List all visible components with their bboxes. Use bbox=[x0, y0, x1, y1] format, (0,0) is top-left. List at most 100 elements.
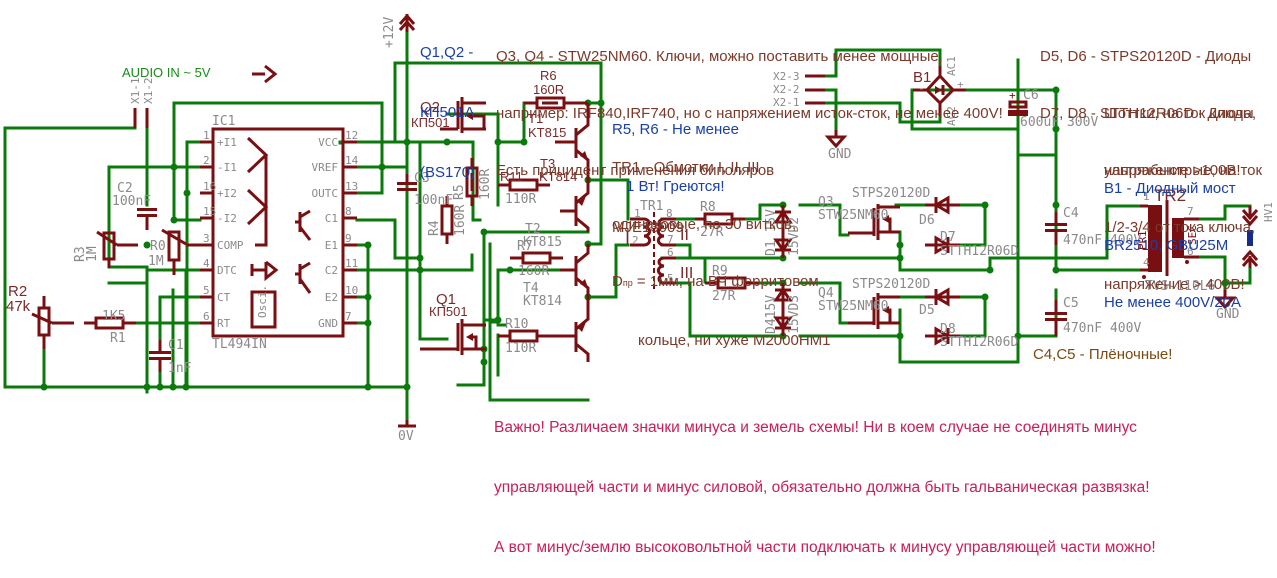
note-q3-q4: Q3, Q4 - STW25NM60. Ключи, можно постави… bbox=[496, 9, 1003, 256]
note-b1: B1 - Диодный мост BR2510, GBU25M Не мене… bbox=[1104, 141, 1241, 331]
c4-value: 470nF 400V bbox=[1063, 233, 1141, 248]
note-b1-line: BR2510, GBU25M bbox=[1104, 237, 1229, 254]
ic1-part: TL494IN bbox=[212, 337, 267, 352]
t2-value: KT815 bbox=[523, 235, 562, 250]
audio-in-label: AUDIO IN ~ 5V bbox=[122, 65, 211, 80]
transistor-t1 bbox=[555, 103, 590, 180]
r0-value: 1M bbox=[148, 254, 164, 269]
potentiometer-r0 bbox=[161, 228, 200, 275]
mains-connector-x2 bbox=[805, 74, 825, 105]
note-d5-d6-line: D5, D6 - STPS20120D - Диоды bbox=[1040, 48, 1252, 65]
r2-ref: R2 bbox=[8, 283, 27, 300]
warning-line: управляющей части и минус силовой, обяза… bbox=[494, 479, 1150, 496]
tr1-pin8: 8 bbox=[666, 207, 673, 220]
c2-value: 100nF bbox=[112, 194, 151, 209]
ic1-pin-name: VREF bbox=[312, 161, 339, 174]
ic1-pin-name: +I1 bbox=[217, 136, 237, 149]
ic1-pin-number: 13 bbox=[345, 180, 358, 193]
ground-0v-symbol bbox=[398, 420, 416, 428]
t1-value: KT815 bbox=[528, 125, 566, 140]
capacitor-c3 bbox=[397, 174, 417, 191]
ic1-pin-number: 8 bbox=[345, 205, 352, 218]
ic1-pin-number: 11 bbox=[345, 257, 358, 270]
r4-value: 160R bbox=[453, 205, 468, 236]
note-q3-q4-line: например: IRF840,IRF740, но с напряжение… bbox=[496, 105, 1003, 122]
r8-ref: R8 bbox=[700, 200, 716, 215]
svg-text:+: + bbox=[1009, 89, 1016, 102]
gnd-symbol-mains bbox=[824, 130, 848, 149]
note-d5-d6-line: напряжение >100В! bbox=[1104, 162, 1241, 179]
d8-ref: D8 bbox=[940, 322, 956, 337]
q3-value: STW25NM60 bbox=[818, 208, 888, 223]
ic1-pin-number: 10 bbox=[345, 284, 358, 297]
note-q1-q2: Q1,Q2 - КП501А (BS170) bbox=[420, 3, 475, 203]
resistor-r9 bbox=[705, 276, 760, 290]
note-tr1-sub: пр bbox=[622, 278, 633, 288]
ic1-pin-name: VCC bbox=[318, 136, 338, 149]
r6-value: 160R bbox=[533, 82, 564, 97]
ic1-pin-number: 4 bbox=[203, 257, 210, 270]
r5-value: 160R bbox=[478, 169, 493, 200]
ic1-pin-number: 16 bbox=[203, 180, 216, 193]
x2-3-label: X2-3 bbox=[773, 70, 800, 83]
note-d7-d8: D7, D8 - STTH12R06D - Диоды ультрабыстры… bbox=[1040, 66, 1262, 313]
ic1-pin-name: +I2 bbox=[217, 187, 237, 200]
resistor-r1 bbox=[84, 316, 136, 330]
note-q3-q4-line: Есть прицидент применения биполяров bbox=[496, 162, 775, 179]
b1-ref: B1 bbox=[913, 69, 931, 86]
tr1-winding-1-sub: 2 bbox=[632, 234, 639, 247]
note-q3-q4-line: MJE13009! bbox=[612, 219, 688, 236]
capacitor-c1 bbox=[149, 340, 171, 372]
vcc-12v-symbol bbox=[398, 13, 416, 32]
note-d7-d8-line: 1/2-3/4 от тока ключа, bbox=[1104, 219, 1256, 236]
ic1-pin-number: 5 bbox=[203, 284, 210, 297]
resistor-r5 bbox=[465, 158, 479, 206]
junctions bbox=[40, 86, 1229, 391]
d2-label: 15VD2 bbox=[787, 217, 802, 256]
diode-d7 bbox=[925, 235, 960, 255]
ic1-pin-number: 3 bbox=[203, 232, 210, 245]
ic1-pin-name: GND bbox=[318, 317, 338, 330]
r4-ref: R4 bbox=[427, 220, 442, 236]
zener-pair-d1-d2 bbox=[773, 205, 793, 258]
ic1-pin-number: 2 bbox=[203, 154, 210, 167]
mosfet-q1 bbox=[420, 319, 486, 355]
tr1-winding-1: I bbox=[625, 228, 630, 248]
ic1-pin-name: CT bbox=[217, 291, 231, 304]
note-d7-d8-line: D7, D8 - STTH12R06D - Диоды bbox=[1040, 105, 1254, 122]
gnd-label-hv: GND bbox=[1216, 307, 1240, 322]
transistor-t2 bbox=[560, 244, 590, 297]
tr1-ref: TR1 bbox=[640, 199, 663, 214]
ic1-pin-number: 9 bbox=[345, 232, 352, 245]
potentiometer-r3 bbox=[96, 230, 138, 268]
resistor-r10 bbox=[498, 329, 565, 343]
ground-0v-label: 0V bbox=[398, 429, 414, 444]
note-tr1-line: кольце, ни хуже М2000НМ1 bbox=[638, 332, 831, 349]
note-q1-q2-line: КП501А bbox=[420, 104, 475, 121]
d3-label: 15VD3 bbox=[787, 295, 802, 334]
x1-2-label: X1-2 bbox=[142, 78, 155, 105]
capacitor-c4 bbox=[1045, 212, 1067, 245]
r8-value: 27R bbox=[700, 225, 724, 240]
zener-pair-d3-d4 bbox=[773, 283, 793, 336]
d1-label: D1 15V bbox=[764, 209, 779, 256]
note-d5-d6-line: Шоттки, на ток ключа, bbox=[1104, 105, 1257, 122]
tr1-winding-2: II bbox=[680, 227, 689, 244]
transistor-t4 bbox=[565, 297, 590, 362]
note-tr1: TR1 - Обмотки I, II, III одинаковые, по … bbox=[612, 120, 831, 369]
tr1-pin5: 5 bbox=[667, 272, 674, 285]
note-d7-d8-line: напряжение > 400В! bbox=[1104, 276, 1245, 293]
c6-value: 600uF 300V bbox=[1020, 115, 1098, 130]
diode-d6 bbox=[925, 195, 960, 215]
note-b1-line: B1 - Диодный мост bbox=[1104, 180, 1236, 197]
c5-ref: C5 bbox=[1063, 296, 1079, 311]
resistor-r7 bbox=[510, 251, 563, 265]
note-q1-q2-line: (BS170) bbox=[420, 164, 476, 181]
b1-plus: + bbox=[957, 78, 964, 91]
resistor-r11 bbox=[498, 178, 550, 192]
note-q1-q2-line: Q1,Q2 - bbox=[420, 44, 474, 61]
ic1-ref: IC1 bbox=[212, 114, 235, 129]
ic1-pin-name: E2 bbox=[325, 291, 338, 304]
ic1-pin-name: C2 bbox=[325, 264, 338, 277]
ic1-pin-number: 7 bbox=[345, 310, 352, 323]
